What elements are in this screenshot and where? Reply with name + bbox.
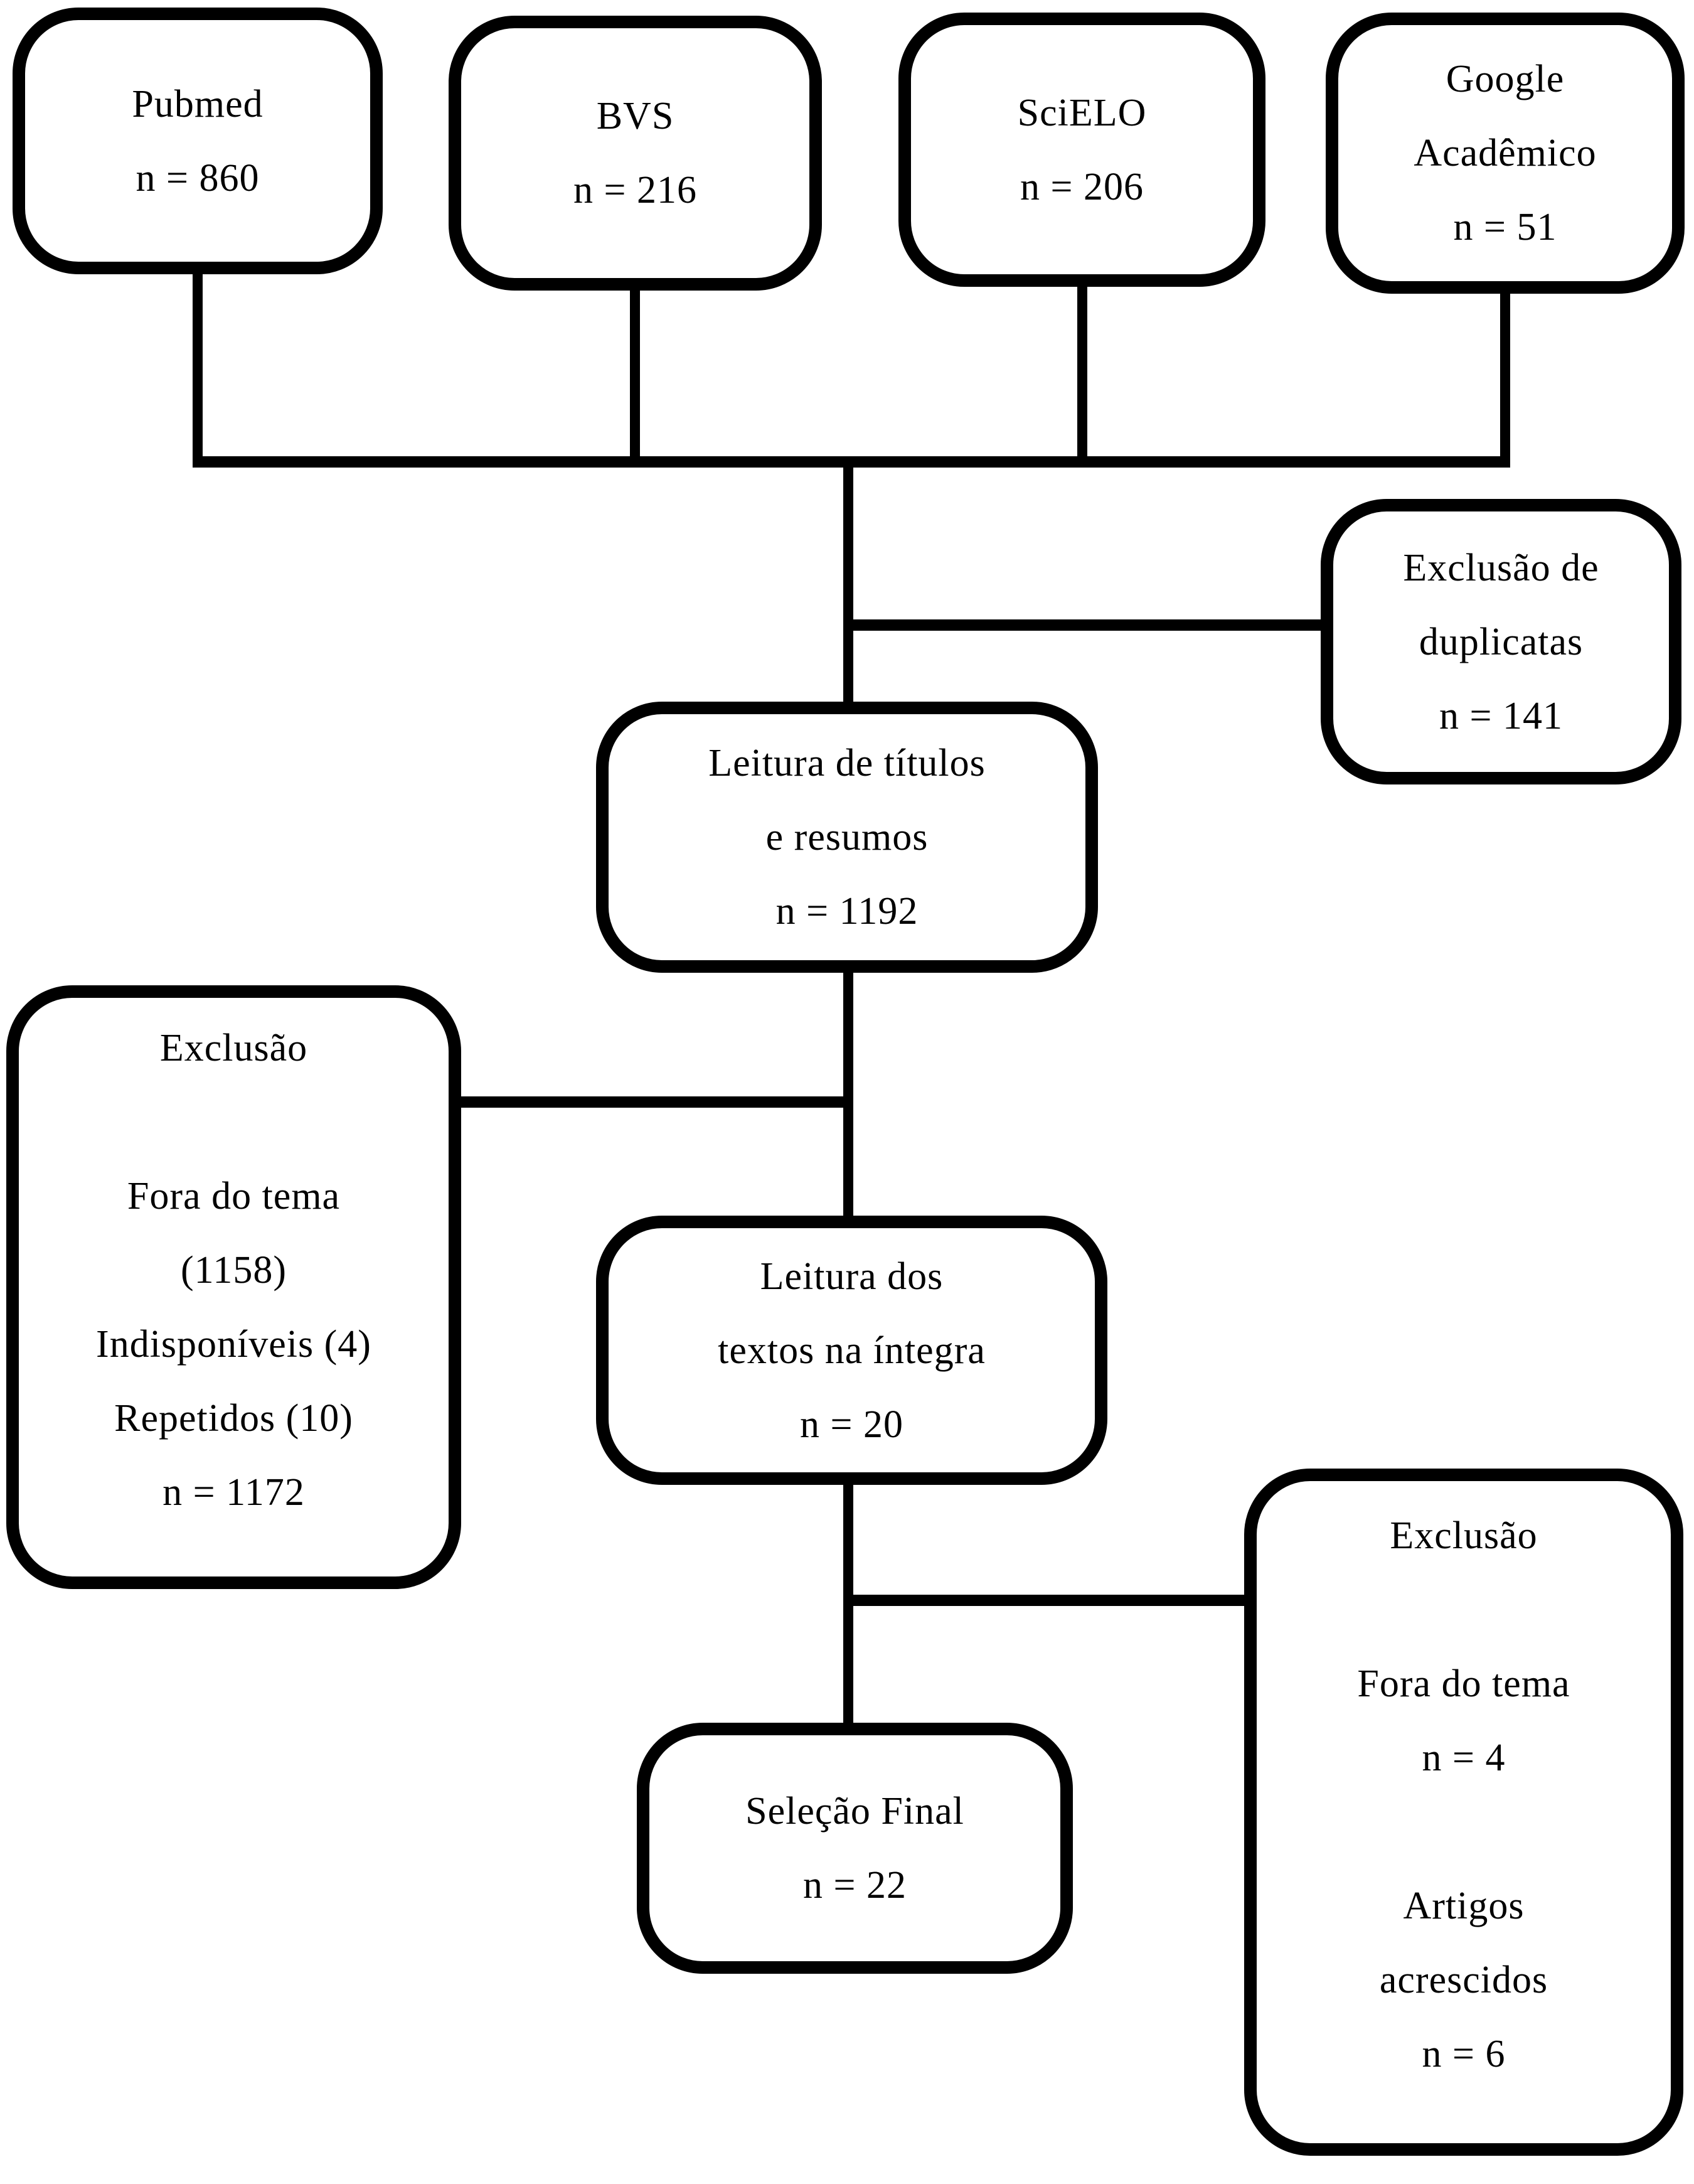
connector-merge-to-titles <box>843 456 853 708</box>
connector-bvs-down <box>630 286 640 468</box>
connector-pubmed-down <box>193 270 203 468</box>
node-exclusao-1: Exclusão Fora do tema (1158) Indisponíve… <box>6 985 461 1589</box>
node-bvs-text: BVS n = 216 <box>573 95 697 211</box>
connector-to-exclusion-2 <box>843 1595 1250 1606</box>
node-scielo-text: SciELO n = 206 <box>1017 91 1147 208</box>
node-pubmed: Pubmed n = 860 <box>13 8 383 274</box>
node-google-academico-text: Google Acadêmico n = 51 <box>1414 58 1597 249</box>
connector-google-down <box>1500 289 1510 468</box>
node-scielo: SciELO n = 206 <box>898 13 1265 287</box>
node-google-academico: Google Acadêmico n = 51 <box>1326 13 1685 294</box>
node-leitura-titulos-resumos: Leitura de títulos e resumos n = 1192 <box>596 702 1098 973</box>
node-leitura-textos-integra: Leitura dos textos na íntegra n = 20 <box>596 1216 1107 1485</box>
node-exclusao-duplicatas: Exclusão de duplicatas n = 141 <box>1321 499 1681 784</box>
connector-scielo-down <box>1077 282 1087 468</box>
node-bvs: BVS n = 216 <box>449 16 822 291</box>
node-exclusao-2-text: Exclusão Fora do tema n = 4 Artigos acre… <box>1357 1514 1570 2075</box>
connector-titles-to-fulltext <box>843 968 853 1219</box>
node-pubmed-text: Pubmed n = 860 <box>132 82 264 200</box>
connector-to-exclusion-1 <box>455 1096 853 1108</box>
node-exclusao-duplicatas-text: Exclusão de duplicatas n = 141 <box>1403 546 1599 737</box>
node-leitura-titulos-resumos-text: Leitura de títulos e resumos n = 1192 <box>708 742 986 933</box>
node-exclusao-1-text: Exclusão Fora do tema (1158) Indisponíve… <box>96 1026 371 1514</box>
node-exclusao-2: Exclusão Fora do tema n = 4 Artigos acre… <box>1244 1469 1683 2156</box>
node-selecao-final: Seleção Final n = 22 <box>637 1723 1073 1974</box>
node-selecao-final-text: Seleção Final n = 22 <box>745 1790 964 1907</box>
node-leitura-textos-integra-text: Leitura dos textos na íntegra n = 20 <box>718 1255 986 1446</box>
connector-to-duplicates <box>843 619 1321 631</box>
